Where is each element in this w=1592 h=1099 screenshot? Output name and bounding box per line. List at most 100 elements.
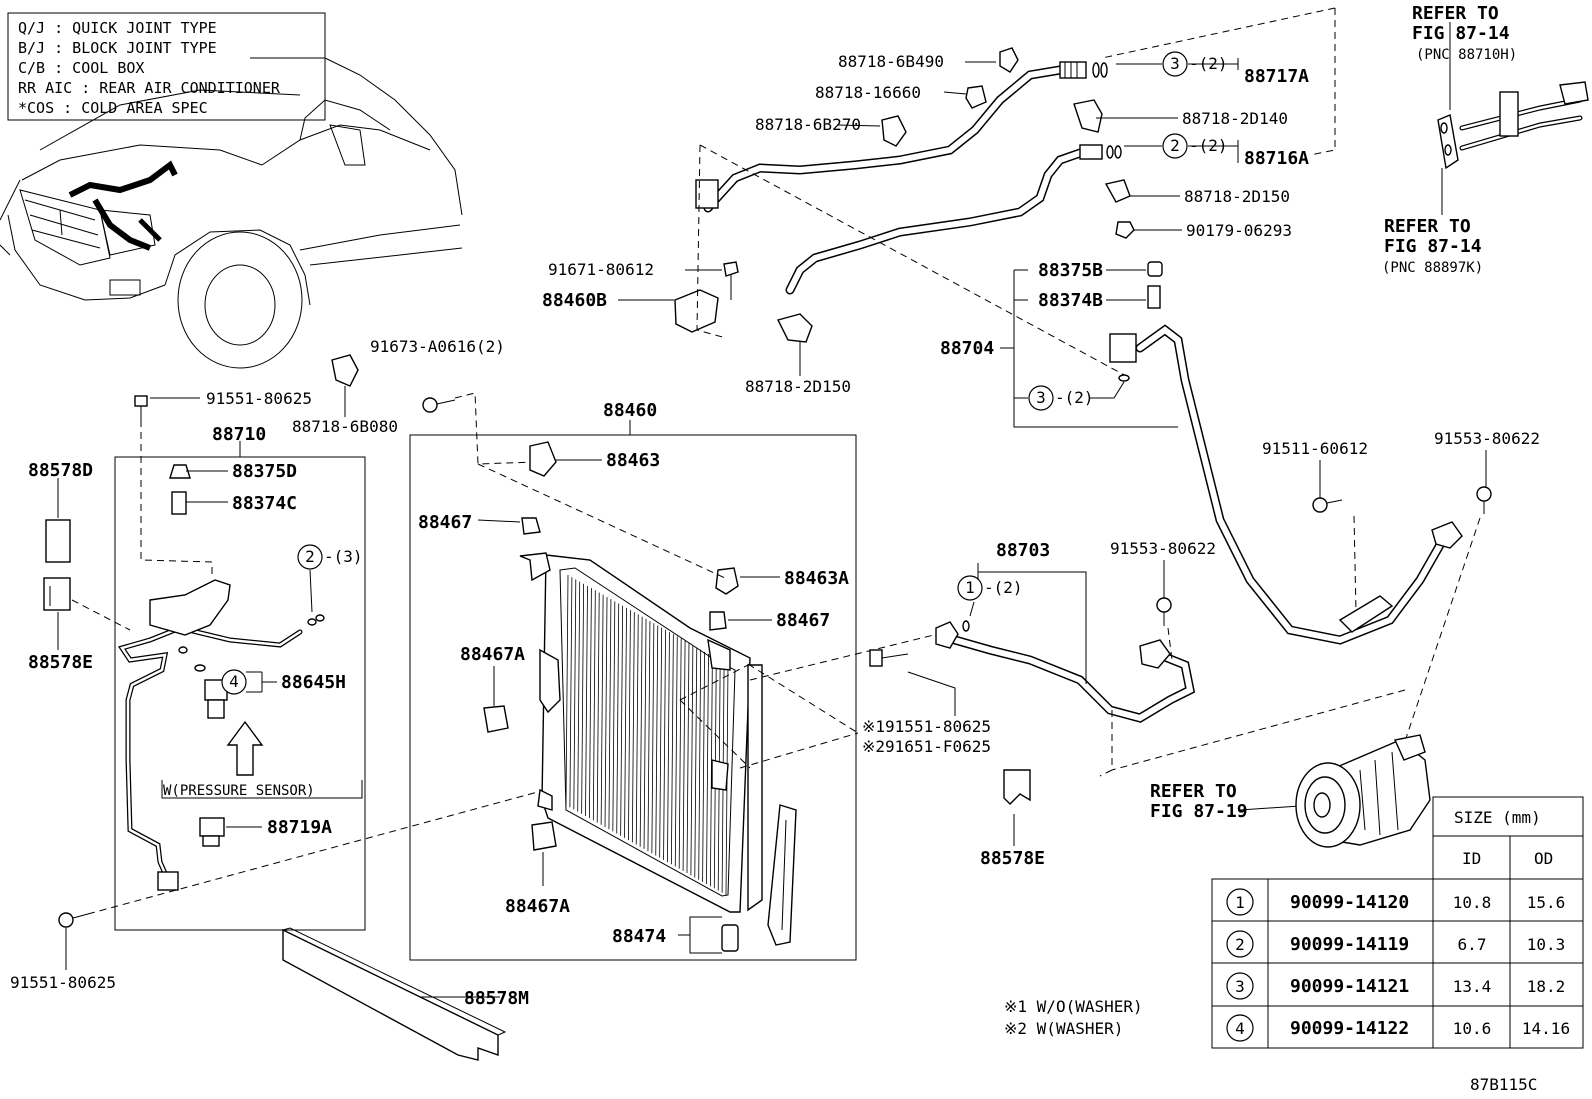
part-label: ※291651-F0625 [862,737,991,756]
fin-line [659,627,663,858]
part-label: 88704 [940,338,994,359]
sensor-88719A [199,817,225,847]
fin-line [581,583,585,814]
part-label: 88467 [418,512,472,533]
core-88374B [1147,285,1161,309]
part-labels: 88718-6B490 88718-16660 88718-6B270 8871… [10,3,1540,1094]
callout-quantity: -(2) [984,578,1023,597]
bracket-88467A-upper [483,705,509,733]
part-label: 88460 [603,400,657,421]
fin-line [686,643,690,874]
table-row-number: 4 [1235,1019,1245,1038]
part-label: 88718-2D140 [1182,109,1288,128]
table-row-number: 3 [1235,977,1245,996]
table-col-od: OD [1534,849,1553,868]
part-label: 91511-60612 [1262,439,1368,458]
callout-quantity: -(2) [1055,388,1094,407]
part-label: 88578M [464,988,529,1009]
table-row-od: 10.3 [1527,935,1566,954]
reference-note: (PNC 88710H) [1416,47,1517,63]
fin-line [702,651,705,882]
part-label: 91671-80612 [548,260,654,279]
clip-88718-2D140 [1073,99,1103,133]
assembly-box-88710 [114,441,366,931]
fin-line [682,640,686,871]
cap-88375D [169,464,191,479]
callout-quantity: -(3) [324,547,363,566]
part-label: 88375D [232,461,297,482]
suction-hose-88716A [785,144,1122,295]
table-row-id: 13.4 [1453,977,1492,996]
table-row-callout [1226,888,1254,916]
fin-line [670,634,674,865]
callout-number: 3 [1036,388,1046,407]
callout-circle [1028,385,1054,411]
table-row-part: 90099-14119 [1290,934,1409,955]
dashed-lines-top [696,7,1336,378]
part-label: 88460B [542,290,607,311]
leader-lines-left [57,386,363,970]
part-label: 88578D [28,460,93,481]
leader-lines-right [907,450,1487,846]
bolt-91551-80625-mid [869,649,909,667]
footnote: ※2 W(WASHER) [1004,1019,1123,1038]
part-label: W(PRESSURE SENSOR) [163,783,315,799]
part-label: 91553-80622 [1434,429,1540,448]
table-row-od: 15.6 [1527,893,1566,912]
assembly-box-88460 [409,420,857,961]
arrow-up-icon [226,720,264,776]
bolt-91673-A0616 [422,397,456,413]
figure-code: 87B115C [1470,1075,1537,1094]
fin-line [667,632,670,863]
condenser-core [519,552,797,946]
fin-line [612,601,616,832]
part-label: 88474 [612,926,666,947]
bracket-88463 [529,441,557,477]
table-row-od: 18.2 [1527,977,1566,996]
part-label: 88718-16660 [815,83,921,102]
part-label: 88718-6B490 [838,52,944,71]
fin-line [663,629,666,860]
dashed-lines-condenser [477,463,939,769]
part-label: 88719A [267,817,332,838]
fin-line [628,610,631,841]
table-row-callout [1226,972,1254,1000]
fin-line [639,616,643,847]
reference-note: FIG 87-14 [1384,236,1482,257]
fin-line [651,623,655,854]
fin-line [589,588,592,819]
nut-90179-06293 [1115,221,1135,239]
table-col-id: ID [1462,849,1481,868]
pad-88578D [45,519,71,563]
table-row-part: 90099-14121 [1290,976,1409,997]
fin-line [600,594,604,825]
part-label: 88578E [980,848,1045,869]
part-label: 88717A [1244,66,1309,87]
part-label: 88463A [784,568,849,589]
leader-lines-condenser [477,459,780,954]
legend-box: Q/J : QUICK JOINT TYPE B/J : BLOCK JOINT… [7,12,326,121]
part-label: 88710 [212,424,266,445]
callout-number: 1 [965,578,975,597]
callout-number: 4 [229,672,239,691]
reference-note: FIG 87-14 [1412,23,1510,44]
reference-note: REFER TO [1150,781,1237,802]
legend-line: B/J : BLOCK JOINT TYPE [18,39,217,57]
evaporator-pipes-ref [1437,22,1589,215]
fin-line [577,581,581,812]
part-label: 88578E [28,652,93,673]
part-label: 88718-2D150 [1184,187,1290,206]
callout-quantity: -(2) [1189,136,1228,155]
part-label: 88718-6B270 [755,115,861,134]
callout-quantity: -(2) [1189,54,1228,73]
condenser-fins [565,574,729,896]
drier-88474 [721,924,739,952]
part-label: 88716A [1244,148,1309,169]
sensor-88645H [194,664,228,719]
bracket-88463A [715,567,739,595]
fin-line [585,585,588,816]
fin-line [631,612,635,843]
callout-number: 2 [1170,136,1180,155]
